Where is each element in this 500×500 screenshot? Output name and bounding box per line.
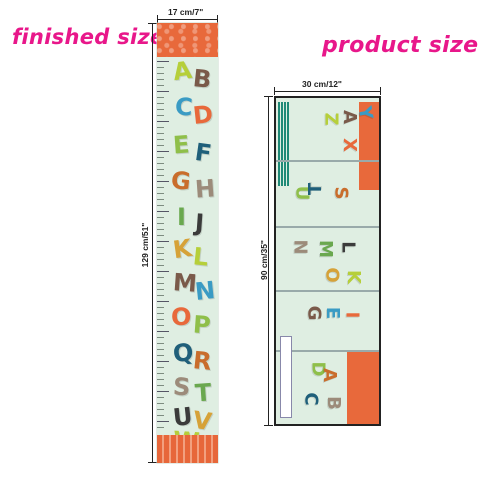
letter-a-0: A [171, 55, 194, 87]
letter-n-13: N [193, 276, 217, 306]
letter-s-18: S [172, 372, 192, 402]
fold-line-2 [276, 226, 379, 228]
package-letter-k-11: K [342, 270, 364, 284]
product-size-heading: product size [322, 33, 479, 58]
finished-width-tick-left [157, 15, 158, 23]
finished-height-tick-top [148, 23, 157, 24]
finished-width-tick-right [217, 15, 218, 23]
finished-height-line [152, 23, 153, 463]
package-letter-a-17: A [318, 368, 340, 382]
letter-t-19: T [194, 378, 213, 408]
package-letter-o-10: O [321, 267, 343, 283]
package-letter-m-8: M [314, 240, 336, 258]
orange-striped-band-bottom [157, 435, 218, 463]
finished-width-label: 17 cm/7" [168, 7, 204, 17]
letter-p-15: P [192, 310, 212, 340]
package-letter-x-3: X [338, 138, 360, 152]
orange-panel-top [359, 102, 379, 190]
letter-q-16: Q [171, 338, 195, 368]
letter-i-8: I [177, 203, 186, 231]
package-letter-s-6: S [330, 186, 352, 200]
product-width-line [274, 91, 381, 92]
letter-o-14: O [171, 303, 192, 331]
product-height-label: 90 cm/35" [259, 240, 269, 280]
height-ruler-major-ticks [157, 61, 169, 433]
package-letter-z-0: Z [320, 112, 342, 126]
letter-h-7: H [194, 174, 217, 204]
finished-height-tick-bottom [148, 462, 157, 463]
package-letter-l-9: L [337, 241, 359, 253]
alphabet-letters: ABCDEFGHIJKLMNOPQRSTUVWXYZ [169, 55, 218, 463]
letter-k-10: K [171, 233, 194, 265]
letter-g-6: G [169, 166, 193, 196]
letter-j-9: J [194, 208, 205, 238]
package-letter-i-14: I [341, 311, 363, 319]
package-letter-n-7: N [289, 239, 311, 255]
package-letter-c-16: C [300, 392, 322, 406]
letter-r-17: R [191, 346, 213, 376]
finished-size-heading: finished size [12, 25, 165, 49]
orange-pattern-band-top [157, 23, 218, 57]
letter-e-4: E [172, 130, 191, 160]
fold-line-1 [276, 160, 379, 162]
letter-f-5: F [193, 137, 214, 169]
letter-l-11: L [191, 242, 210, 272]
letter-c-2: C [174, 92, 194, 122]
letter-d-3: D [191, 100, 215, 130]
finished-width-line [157, 19, 218, 20]
fold-line-3 [276, 290, 379, 292]
product-height-tick-bottom [264, 425, 273, 426]
package-letter-t-5: T [305, 182, 327, 196]
package-label-card [280, 336, 292, 418]
product-height-tick-top [264, 96, 273, 97]
package-letter-g-12: G [303, 305, 325, 321]
finished-height-label: 129 cm/51" [140, 222, 150, 268]
finished-growth-chart: ABCDEFGHIJKLMNOPQRSTUVWXYZ [157, 23, 218, 463]
product-height-line [268, 96, 269, 426]
letter-b-1: B [191, 64, 213, 94]
teal-stripe-panel [278, 102, 290, 186]
product-width-tick-right [380, 87, 381, 95]
product-width-tick-left [274, 87, 275, 95]
orange-panel-bottom [347, 352, 379, 424]
fold-line-4 [276, 350, 379, 352]
package-letter-e-13: E [322, 306, 344, 320]
package-letter-y-2: Y [353, 104, 377, 122]
product-width-label: 30 cm/12" [302, 79, 342, 89]
package-letter-b-18: B [322, 396, 344, 410]
